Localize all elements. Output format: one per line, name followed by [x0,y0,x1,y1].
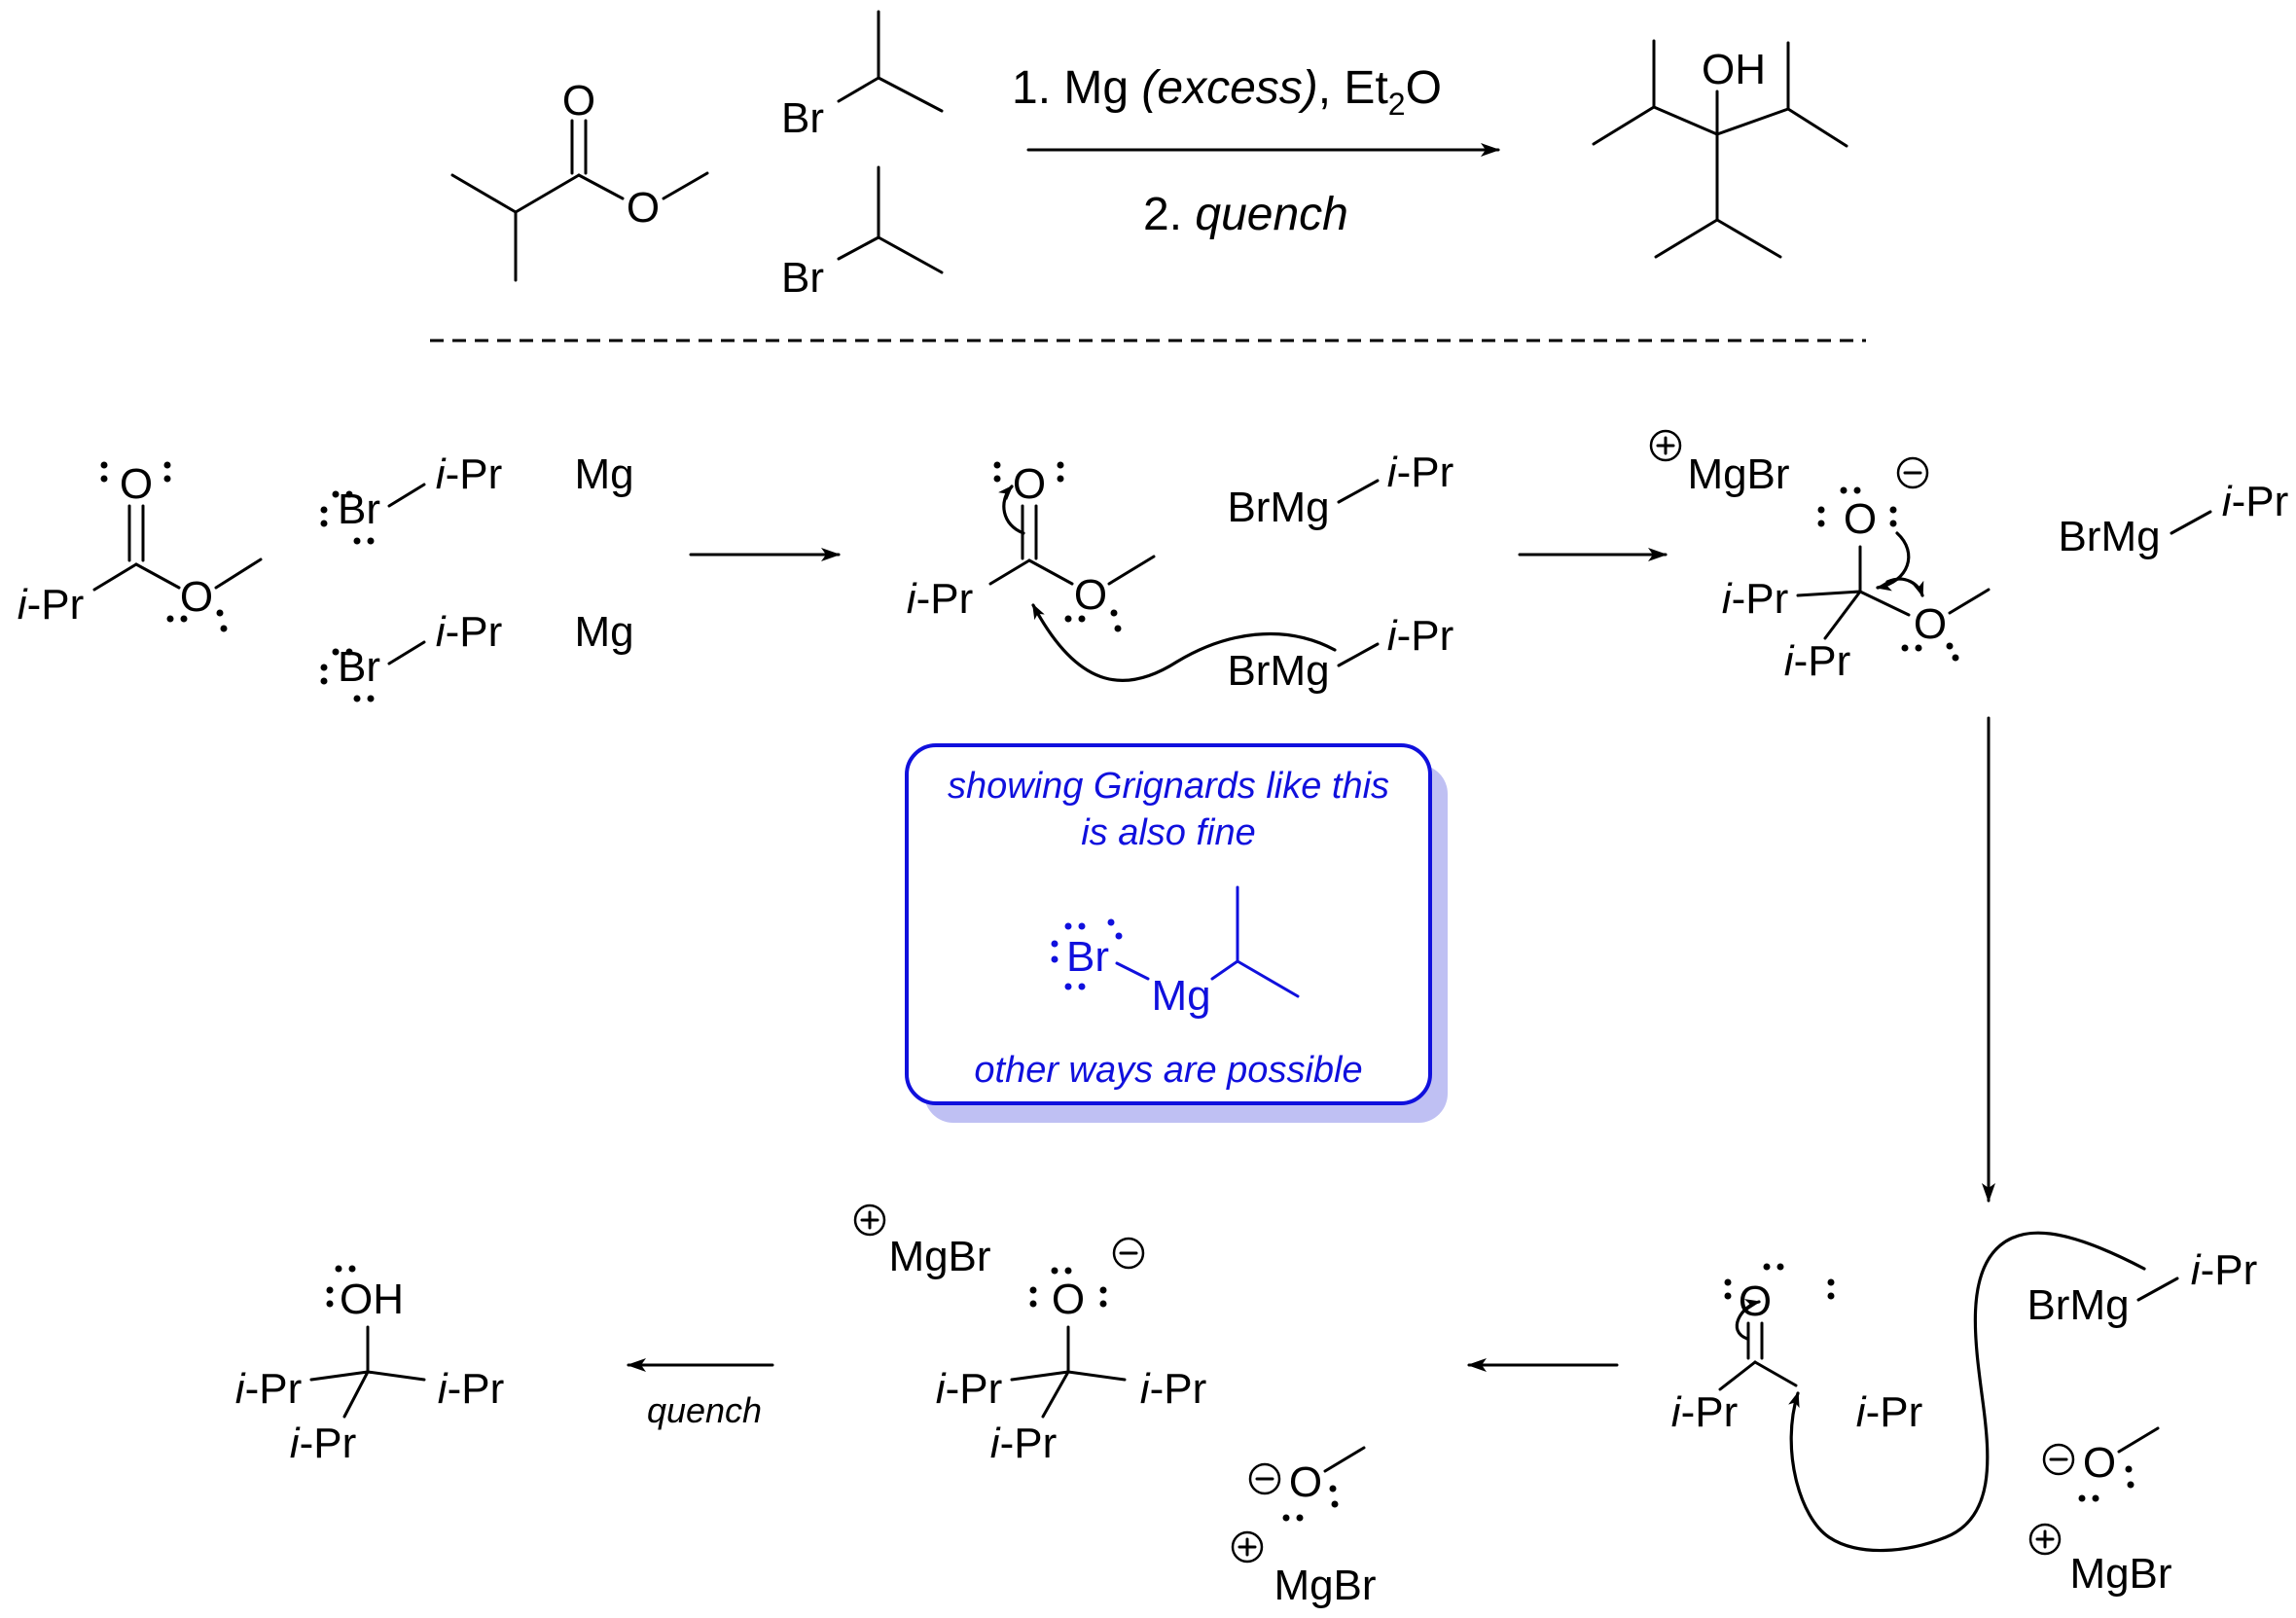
ester-carbonyl-o: O [562,77,595,125]
stage3-tetrahedral: MgBr O O i-Pr i-Pr BrMg i-Pr [1649,429,2288,685]
curved-arrow-nucleophile [1031,603,1337,682]
step2-label: 2. quench [1143,189,1348,240]
svg-text:MgBr: MgBr [1687,450,1789,498]
svg-text:OH: OH [340,1276,404,1323]
svg-text:i-Pr: i-Pr [1140,1365,1206,1413]
svg-text:i-Pr: i-Pr [436,450,502,498]
svg-text:MgBr: MgBr [1274,1562,1376,1609]
isopropyl-bromide-1: Br [781,10,944,142]
svg-text:Mg: Mg [574,608,633,656]
stage5-alkoxide: MgBr O i-Pr i-Pr i-Pr O MgBr [853,1204,1377,1609]
svg-text:O: O [1289,1458,1322,1506]
svg-text:O: O [2083,1439,2116,1487]
note-box: showing Grignards like this is also fine… [905,743,1448,1123]
svg-text:i-Pr: i-Pr [2191,1246,2257,1294]
svg-text:MgBr: MgBr [888,1233,990,1280]
stage2-addition: O O i-Pr BrMg i-Pr BrMg i-Pr [907,449,1453,695]
svg-text:i-Pr: i-Pr [1856,1388,1922,1436]
svg-text:i-Pr: i-Pr [436,608,502,656]
curved-arrow-nucleophile-2 [1788,1231,2146,1553]
svg-text:i-Pr: i-Pr [290,1420,356,1467]
overall-reaction: O O Br Br 1. Mg (excess), Et2O 2. quench… [450,10,1848,302]
note-line-1: showing Grignards like this [948,766,1389,807]
svg-text:BrMg: BrMg [2058,513,2160,560]
isopropyl-bromide-2: Br [781,165,944,302]
svg-text:Mg: Mg [1151,972,1210,1020]
svg-text:O: O [1013,460,1046,508]
ester-ipr-label: i-Pr [18,581,84,629]
note-footer: other ways are possible [974,1050,1362,1091]
svg-text:i-Pr: i-Pr [2222,478,2288,525]
quench-label: quench [647,1390,762,1430]
svg-text:Br: Br [338,643,380,691]
svg-text:O: O [1844,495,1877,543]
product-alcohol-skeletal: OH [1592,39,1848,259]
svg-text:i-Pr: i-Pr [438,1365,504,1413]
note-box-frame [905,743,1432,1105]
svg-text:Br: Br [781,254,824,302]
note-line-2: is also fine [1081,812,1256,853]
ester-skeletal: O O [450,77,709,282]
svg-text:BrMg: BrMg [1227,647,1329,695]
svg-text:O: O [120,460,153,508]
svg-text:i-Pr: i-Pr [1387,449,1453,496]
svg-text:i-Pr: i-Pr [1671,1388,1738,1436]
step1-label: 1. Mg (excess), Et2O [1012,62,1442,122]
svg-text:O: O [1074,571,1107,619]
svg-text:Mg: Mg [574,450,633,498]
svg-text:Br: Br [781,94,824,142]
svg-text:BrMg: BrMg [2027,1281,2129,1329]
svg-text:BrMg: BrMg [1227,484,1329,531]
svg-text:O: O [1914,600,1947,648]
curved-arrow-reform-carbonyl [1876,531,1911,592]
svg-text:O: O [1052,1276,1085,1323]
curved-arrow-pi-to-o-2 [1735,1299,1761,1341]
svg-text:Br: Br [1066,933,1109,981]
stage1-reactants: O O i-Pr Br i-Pr Mg Br i-Pr Mg [18,450,634,702]
svg-text:i-Pr: i-Pr [990,1420,1057,1467]
svg-text:MgBr: MgBr [2069,1550,2171,1598]
lone-pairs [100,461,228,632]
svg-text:i-Pr: i-Pr [1387,612,1453,660]
stage6-alcohol: OH i-Pr i-Pr i-Pr [235,1265,504,1467]
curved-arrow-pi-to-o [998,485,1025,535]
svg-text:O: O [1739,1277,1772,1325]
stage4-ketone: O i-Pr i-Pr BrMg i-Pr O MgBr [1671,1231,2257,1598]
svg-text:Br: Br [338,485,380,533]
svg-text:O: O [180,573,213,621]
svg-text:i-Pr: i-Pr [235,1365,302,1413]
ester-ether-o: O [627,184,660,232]
svg-text:i-Pr: i-Pr [907,575,973,623]
curved-arrow-leaving-group [1885,577,1924,597]
svg-text:i-Pr: i-Pr [1784,637,1850,685]
svg-text:i-Pr: i-Pr [936,1365,1002,1413]
svg-text:i-Pr: i-Pr [1722,575,1788,623]
product-hydroxyl: OH [1702,46,1766,93]
